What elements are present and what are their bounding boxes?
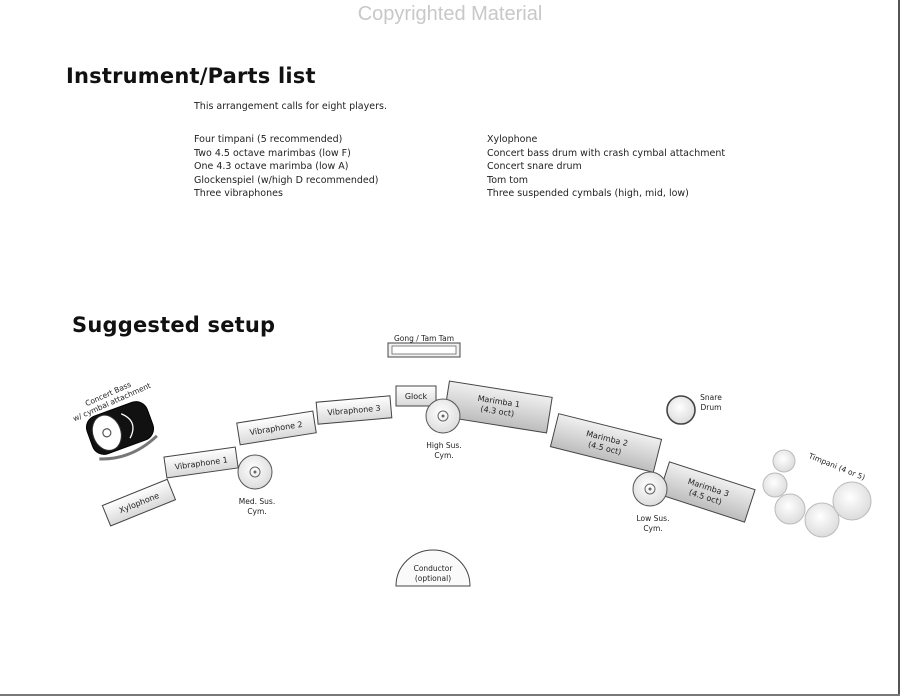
vibraphone-1: Vibraphone 1 <box>163 446 239 479</box>
parts-right-column: Xylophone Concert bass drum with crash c… <box>487 133 725 201</box>
part-item: Four timpani (5 recommended) <box>194 134 343 145</box>
med-cymbal-sublabel: Cym. <box>247 507 266 516</box>
page-border-bottom <box>0 694 900 696</box>
marimba-3: Marimba 3 (4.5 oct) <box>658 461 756 523</box>
conductor-podium: Conductor (optional) <box>395 549 471 587</box>
snare-label: Snare <box>700 393 722 402</box>
conductor-sublabel: (optional) <box>415 574 451 583</box>
page-border-right <box>898 0 900 696</box>
part-item: Glockenspiel (w/high D recommended) <box>194 174 379 186</box>
conductor-label: Conductor <box>414 564 454 573</box>
marimba-2: Marimba 2 (4.5 oct) <box>549 413 663 473</box>
high-cymbal-sublabel: Cym. <box>434 451 453 460</box>
low-cymbal-label: Low Sus. <box>637 514 670 523</box>
part-item: Three vibraphones <box>194 188 283 200</box>
gong-tam-tam: Gong / Tam Tam <box>387 334 461 358</box>
part-item: Two 4.5 octave marimbas (low F) <box>194 147 351 159</box>
part-item: Three suspended cymbals (high, mid, low) <box>487 188 689 200</box>
part-item: Xylophone <box>487 134 538 145</box>
marimba-1: Marimba 1 (4.3 oct) <box>443 380 553 434</box>
low-suspended-cymbal: Low Sus. Cym. <box>632 471 670 533</box>
snare-sublabel: Drum <box>701 403 722 412</box>
high-cymbal-label: High Sus. <box>426 441 461 450</box>
parts-intro: This arrangement calls for eight players… <box>194 101 387 112</box>
copyright-watermark: Copyrighted Material <box>357 3 543 25</box>
setup-heading: Suggested setup <box>72 313 276 337</box>
high-suspended-cymbal: High Sus. Cym. <box>425 398 462 460</box>
timpani: Timpani (4 or 5) <box>762 449 872 538</box>
parts-left-column: Four timpani (5 recommended) Two 4.5 oct… <box>194 133 379 201</box>
timpani-label: Timpani (4 or 5) <box>806 451 866 482</box>
medium-suspended-cymbal: Med. Sus. Cym. <box>237 454 275 516</box>
vibraphone-2: Vibraphone 2 <box>236 410 317 446</box>
med-cymbal-label: Med. Sus. <box>239 497 275 506</box>
gong-label: Gong / Tam Tam <box>394 334 454 343</box>
part-item: One 4.3 octave marimba (low A) <box>194 161 349 173</box>
part-item: Concert snare drum <box>487 161 582 173</box>
snare-drum: Snare Drum <box>666 393 722 425</box>
low-cymbal-sublabel: Cym. <box>643 524 662 533</box>
parts-list-heading: Instrument/Parts list <box>66 64 316 88</box>
vibraphone-3: Vibraphone 3 <box>315 395 393 425</box>
xylophone: Xylophone <box>101 478 177 527</box>
glock-label: Glock <box>405 392 428 401</box>
glockenspiel: Glock <box>395 385 437 407</box>
part-item: Tom tom <box>487 174 529 186</box>
part-item: Concert bass drum with crash cymbal atta… <box>487 147 726 159</box>
concert-bass-drum: Concert Bass w/ cymbal attachment <box>71 380 158 461</box>
